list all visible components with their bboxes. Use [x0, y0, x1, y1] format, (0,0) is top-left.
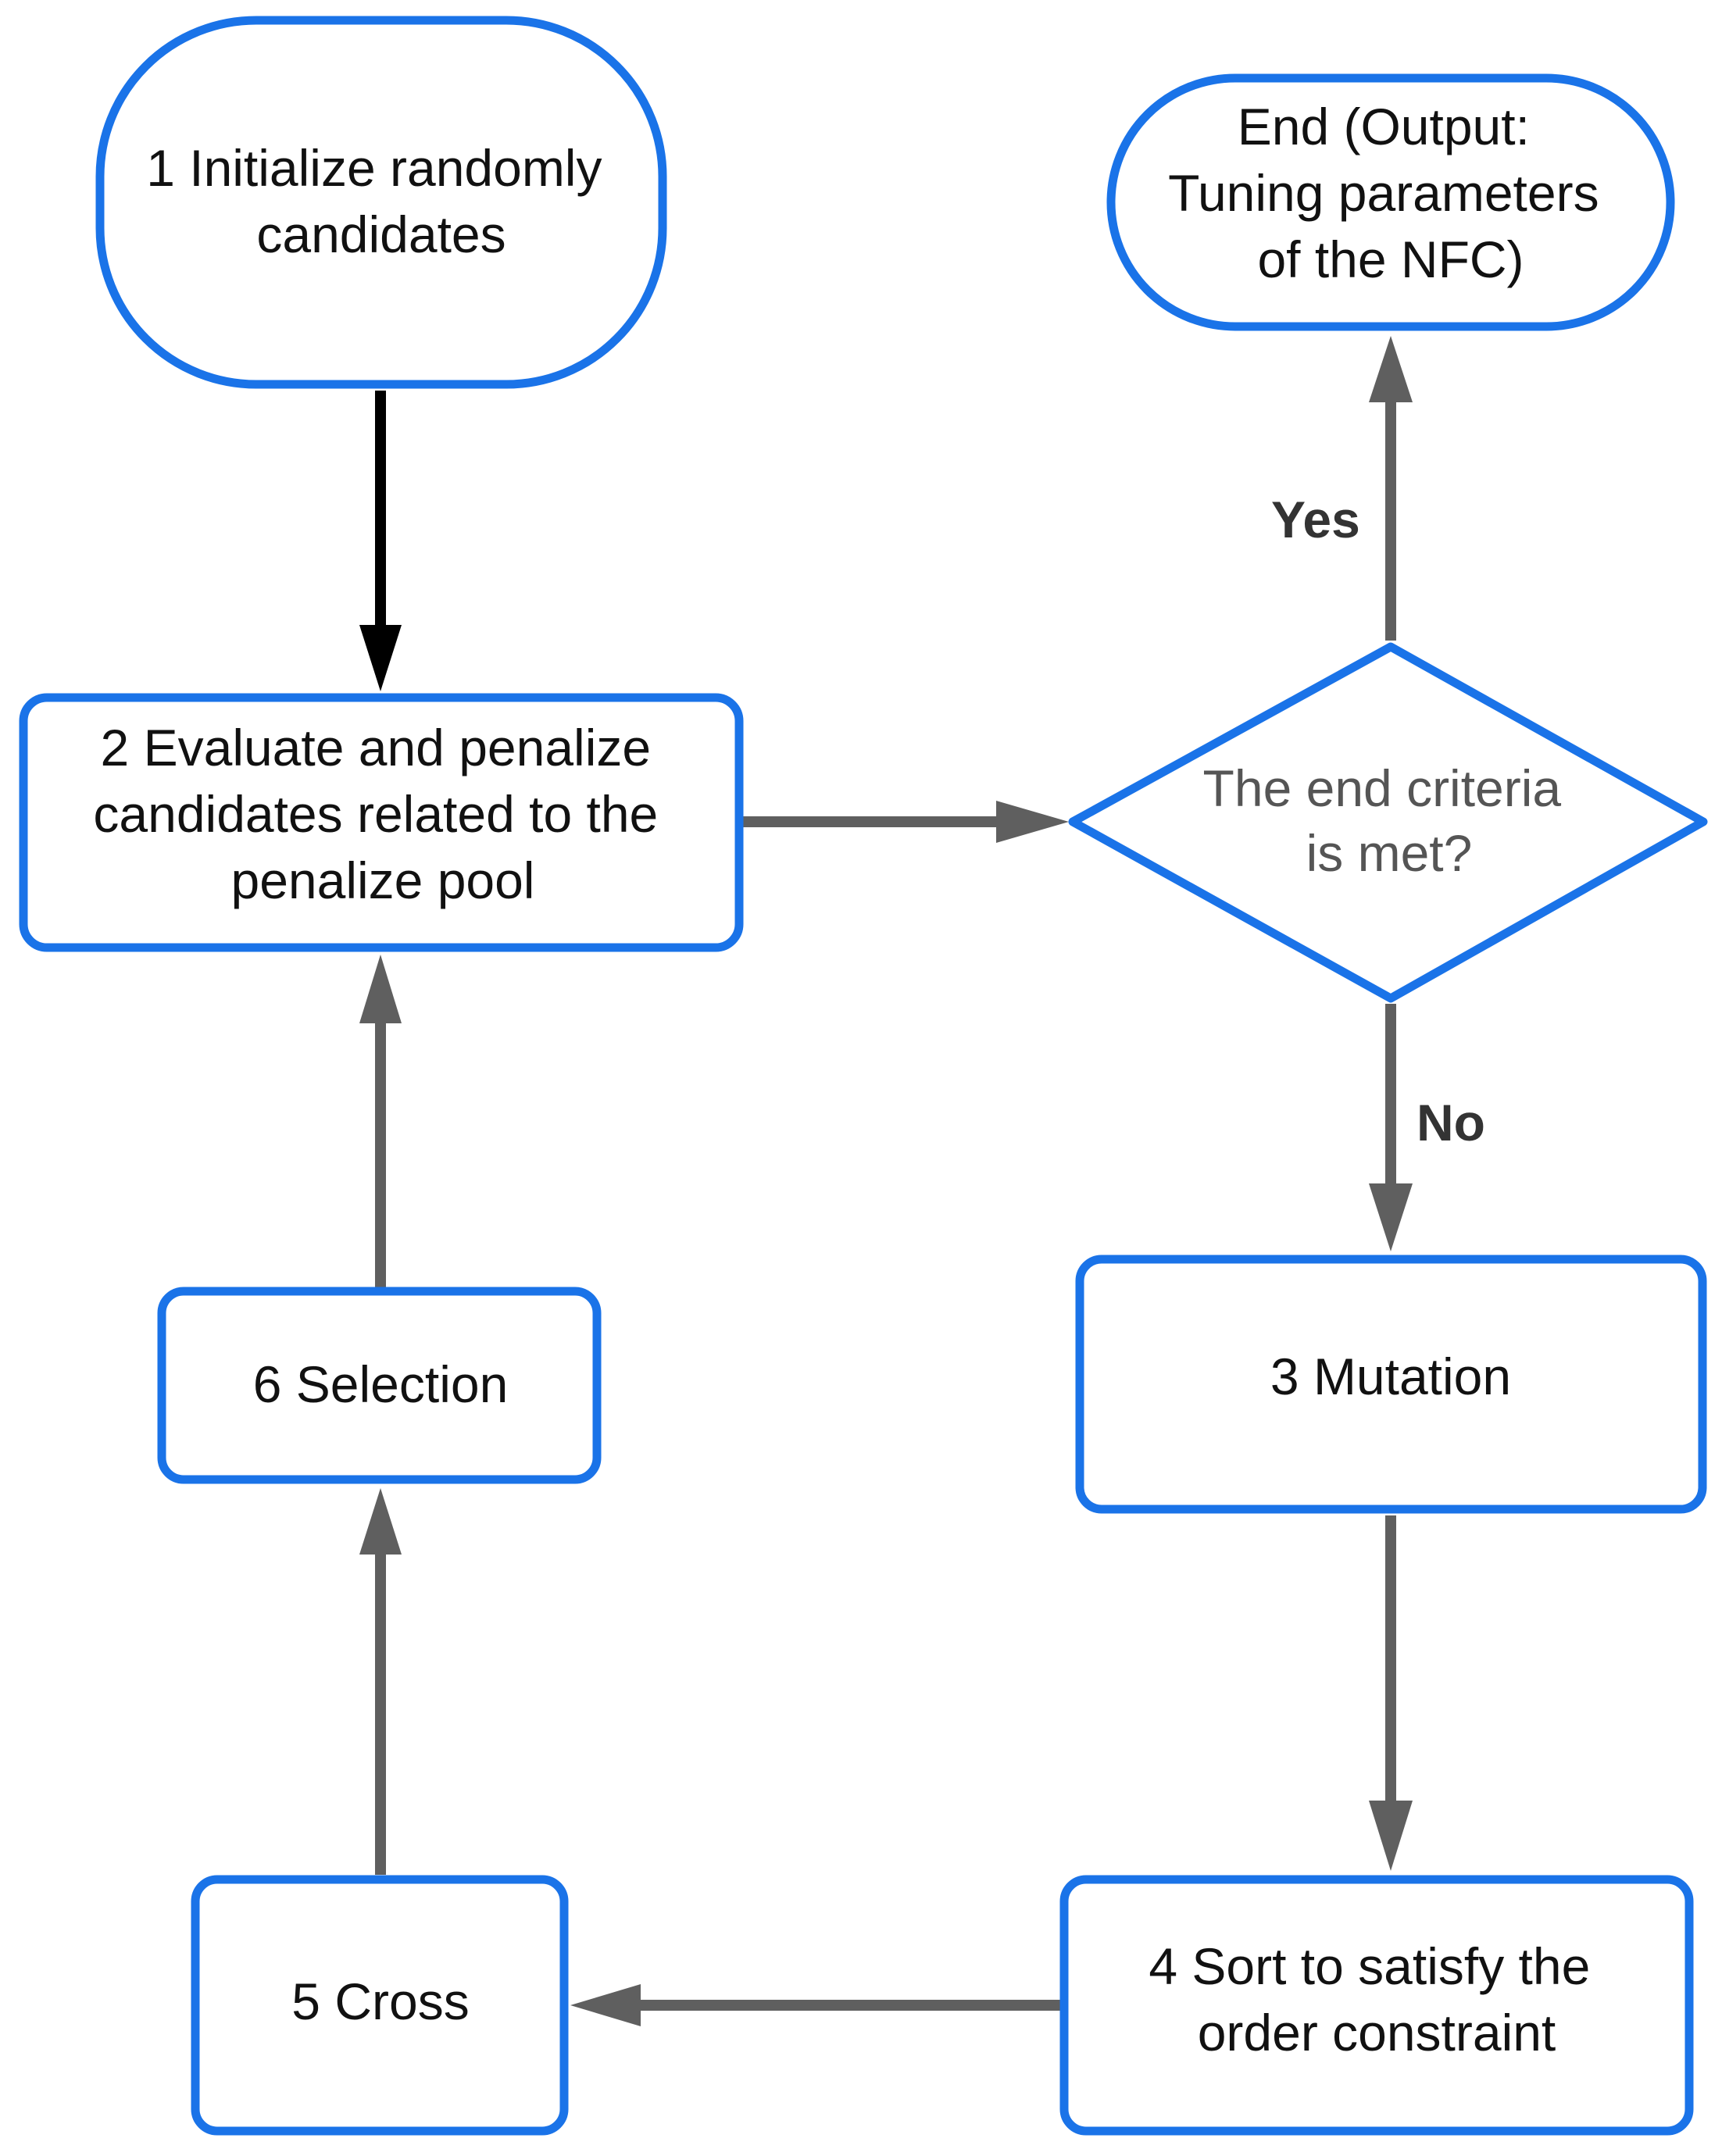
edge-decision-to-end	[1369, 336, 1413, 641]
node-selection: 6 Selection	[157, 1287, 602, 1484]
node-mutation-line-1: 3 Mutation	[1270, 1348, 1511, 1405]
svg-text:4 Sort to satisfy the or: 4 Sort to satisfy the order constraint	[1149, 1937, 1604, 2061]
node-end-line-1: End (Output:	[1238, 98, 1530, 155]
node-selection-line-1: 6 Selection	[253, 1355, 509, 1413]
svg-text:3 Mutation: 3 Mutation	[1270, 1348, 1511, 1405]
node-decision-line-2: is met?	[1306, 824, 1473, 882]
edge-evaluate-to-decision	[742, 801, 1069, 843]
node-initialize-line-2: candidates	[256, 205, 506, 263]
svg-text:End (Output: Tuning para: End (Output: Tuning parameters of the NF…	[1168, 98, 1613, 288]
edge-decision-to-mutation	[1369, 1004, 1413, 1251]
no-label: No	[1417, 1094, 1485, 1151]
edges: Yes No	[359, 336, 1485, 2026]
svg-text:5 Cross: 5 Cross	[291, 1972, 469, 2030]
svg-text:The end criteria is met?: The end criteria is met?	[1203, 759, 1576, 882]
node-decision: The end criteria is met?	[1068, 642, 1708, 1003]
yes-label: Yes	[1271, 491, 1360, 548]
edge-selection-to-evaluate	[359, 955, 402, 1287]
node-sort-line-2: order constraint	[1198, 2004, 1556, 2061]
node-initialize: 1 Initialize randomly candidates	[95, 16, 667, 389]
node-sort: 4 Sort to satisfy the order constraint	[1059, 1875, 1694, 2136]
node-end-line-3: of the NFC)	[1257, 230, 1524, 288]
node-evaluate: 2 Evaluate and penalize candidates relat…	[19, 693, 744, 952]
edge-initialize-to-evaluate	[359, 391, 402, 691]
edge-sort-to-cross	[570, 1984, 1063, 2026]
node-evaluate-line-1: 2 Evaluate and penalize	[101, 719, 652, 776]
node-evaluate-line-2: candidates related to the	[93, 785, 658, 843]
node-mutation: 3 Mutation	[1075, 1255, 1707, 1514]
node-evaluate-line-3: penalize pool	[231, 851, 535, 909]
node-sort-line-1: 4 Sort to satisfy the	[1149, 1937, 1590, 1995]
node-cross-line-1: 5 Cross	[291, 1972, 469, 2030]
edge-mutation-to-sort	[1369, 1515, 1413, 1871]
svg-text:6 Selection: 6 Selection	[253, 1355, 509, 1413]
node-end-line-2: Tuning parameters	[1168, 164, 1599, 222]
edge-cross-to-selection	[359, 1488, 402, 1875]
svg-text:1 Initialize randomly ca: 1 Initialize randomly candidates	[146, 139, 616, 263]
node-initialize-line-1: 1 Initialize randomly	[146, 139, 602, 197]
node-end: End (Output: Tuning parameters of the NF…	[1106, 73, 1675, 331]
svg-text:2 Evaluate and penalize: 2 Evaluate and penalize candidates relat…	[93, 719, 672, 909]
node-decision-line-1: The end criteria	[1203, 759, 1562, 817]
node-cross: 5 Cross	[191, 1875, 569, 2136]
